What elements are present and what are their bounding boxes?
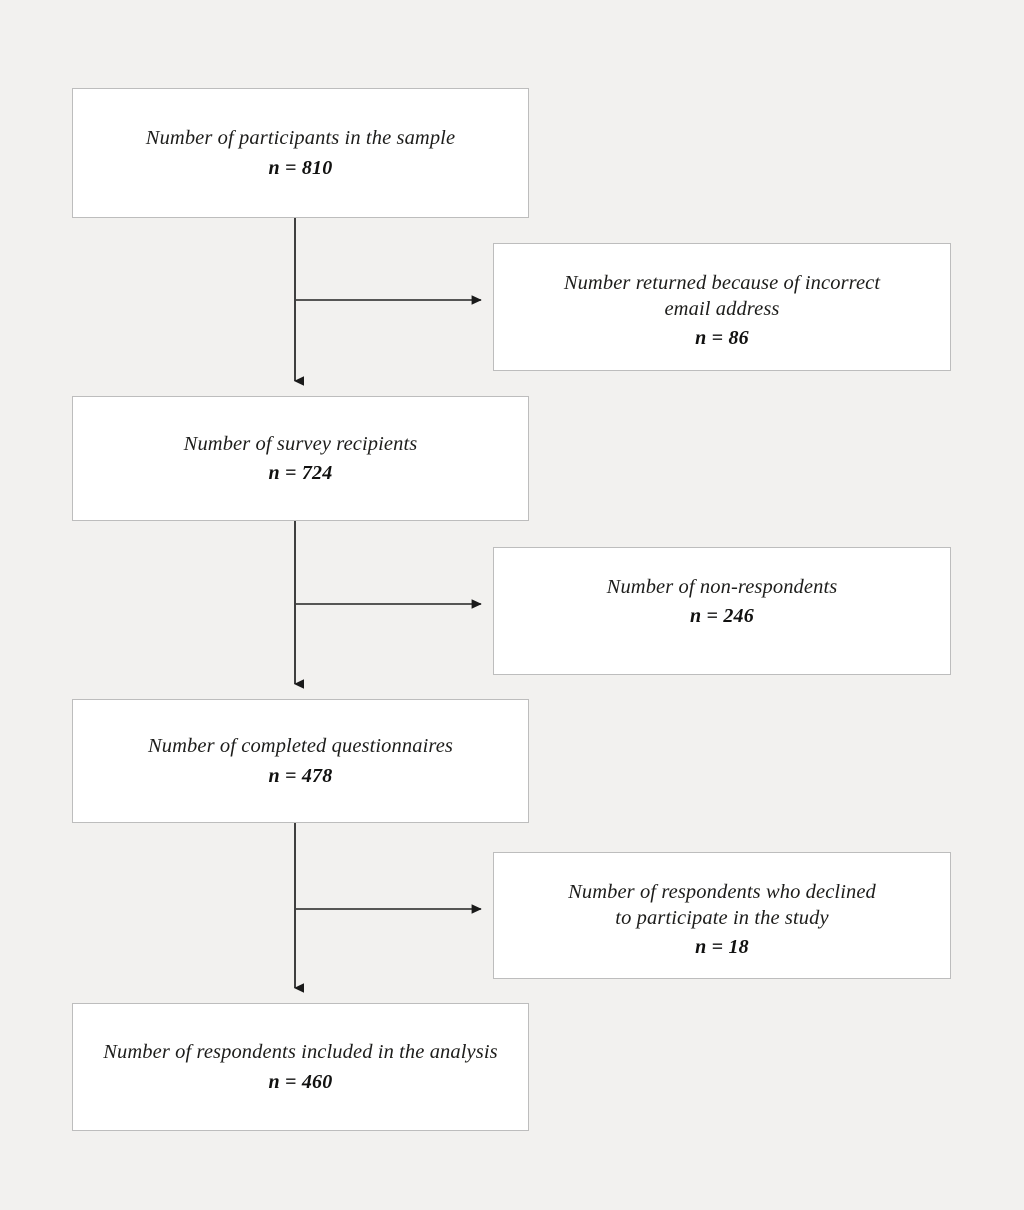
node-count: n = 246 (690, 605, 754, 628)
node-label: Number of participants in the sample (145, 127, 456, 150)
node-returned-incorrect-email: Number returned because of incorrect ema… (493, 243, 951, 371)
node-respondents-included-in-analysis: Number of respondents included in the an… (72, 1003, 529, 1131)
node-label: Number returned because of incorrect ema… (563, 272, 881, 321)
node-label: Number of non-respondents (606, 576, 838, 598)
node-count: n = 18 (695, 936, 749, 959)
node-label: Number of survey recipients (183, 432, 418, 455)
node-label: Number of respondents who declined to pa… (568, 881, 876, 930)
node-label: Number of respondents included in the an… (103, 1041, 498, 1064)
node-survey-recipients: Number of survey recipients n = 724 (72, 396, 529, 521)
node-count: n = 810 (268, 156, 333, 179)
node-participants-in-sample: Number of participants in the sample n =… (72, 88, 529, 218)
node-count: n = 460 (268, 1070, 333, 1093)
node-non-respondents: Number of non-respondents n = 246 (493, 547, 951, 675)
node-declined-to-participate: Number of respondents who declined to pa… (493, 852, 951, 979)
node-count: n = 86 (695, 327, 749, 350)
node-completed-questionnaires: Number of completed questionnaires n = 4… (72, 699, 529, 823)
node-count: n = 724 (268, 462, 333, 485)
node-count: n = 478 (268, 764, 333, 787)
node-label: Number of completed questionnaires (148, 735, 453, 758)
